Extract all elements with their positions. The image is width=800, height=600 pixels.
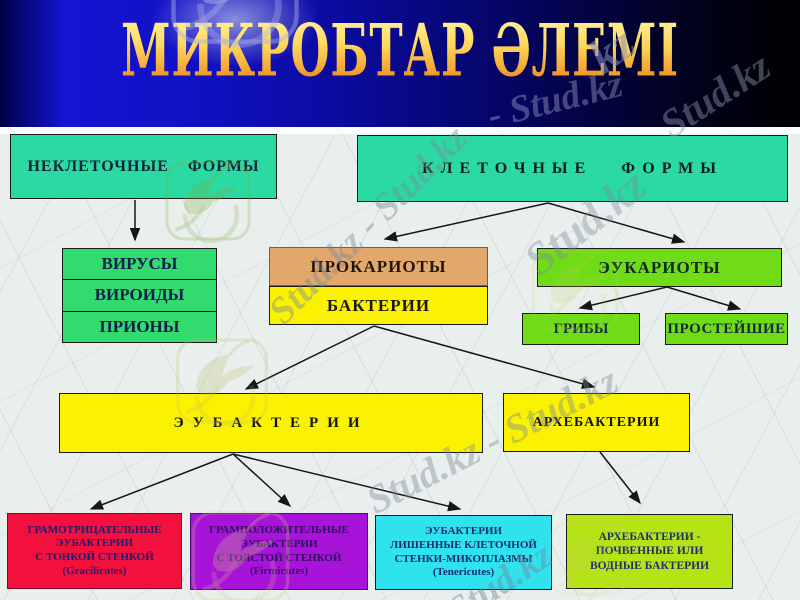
node-prokaryotes: ПРОКАРИОТЫ (269, 247, 488, 286)
node-line: С ТОЛСТОЙ СТЕНКОЙ (216, 551, 342, 564)
logo-glow (150, 0, 320, 67)
node-protozoa: ПРОСТЕЙШИЕ (665, 313, 788, 345)
node-line: ЭУБАКТЕРИИ (55, 537, 134, 550)
node-line: ГРАМПОЛОЖИТЕЛЬНЫЕ (209, 524, 349, 536)
node-mycoplasma-eubacteria: ЭУБАКТЕРИИ ЛИШЕННЫЕ КЛЕТОЧНОЙ СТЕНКИ-МИК… (375, 515, 552, 590)
node-cellular-forms: КЛЕТОЧНЫЕ ФОРМЫ (357, 135, 788, 202)
node-line: С ТОНКОЙ СТЕНКОЙ (35, 551, 154, 563)
node-eukaryotes: ЭУКАРИОТЫ (537, 248, 782, 287)
node-viroids: ВИРОИДЫ (63, 279, 216, 310)
node-group-acellular-types: ВИРУСЫ ВИРОИДЫ ПРИОНЫ (62, 248, 217, 343)
node-line: ПОЧВЕННЫЕ ИЛИ (595, 545, 704, 558)
node-line: ЭУБАКТЕРИИ (424, 525, 503, 537)
title-banner (0, 0, 800, 127)
node-line: ГРАМОТРИЦАТЕЛЬНЫЕ (27, 523, 162, 536)
node-bacteria: БАКТЕРИИ (269, 286, 488, 325)
node-line: СТЕНКИ-МИКОПЛАЗМЫ (394, 552, 533, 565)
node-noncellular-forms: НЕКЛЕТОЧНЫЕ ФОРМЫ (10, 134, 277, 199)
node-line: ЭУБАКТЕРИИ (240, 537, 318, 550)
node-line: (Firmicutes) (249, 565, 309, 578)
node-viruses: ВИРУСЫ (101, 254, 178, 274)
node-archaebacteria-types: АРХЕБАКТЕРИИ - ПОЧВЕННЫЕ ИЛИ ВОДНЫЕ БАКТ… (566, 514, 733, 589)
node-line: ЛИШЕННЫЕ КЛЕТОЧНОЙ (390, 538, 537, 551)
node-line: (Gracilicutes) (62, 564, 127, 577)
node-line: АРХЕБАКТЕРИИ - (598, 530, 701, 543)
node-gram-positive-eubacteria: ГРАМПОЛОЖИТЕЛЬНЫЕ ЭУБАКТЕРИИ С ТОЛСТОЙ С… (190, 513, 368, 590)
node-gram-negative-eubacteria: ГРАМОТРИЦАТЕЛЬНЫЕ ЭУБАКТЕРИИ С ТОНКОЙ СТ… (7, 513, 182, 589)
node-eubacteria: ЭУБАКТЕРИИ (59, 393, 483, 453)
header-separator (0, 127, 800, 134)
node-line: (Tenericutes) (432, 566, 495, 579)
node-archaebacteria: АРХЕБАКТЕРИИ (503, 393, 690, 452)
node-fungi: ГРИБЫ (522, 313, 640, 345)
node-prions: ПРИОНЫ (63, 310, 216, 342)
page-title: МИКРОБТАР ӘЛЕМІ (80, 9, 720, 93)
node-line: ВОДНЫЕ БАКТЕРИИ (589, 559, 710, 572)
